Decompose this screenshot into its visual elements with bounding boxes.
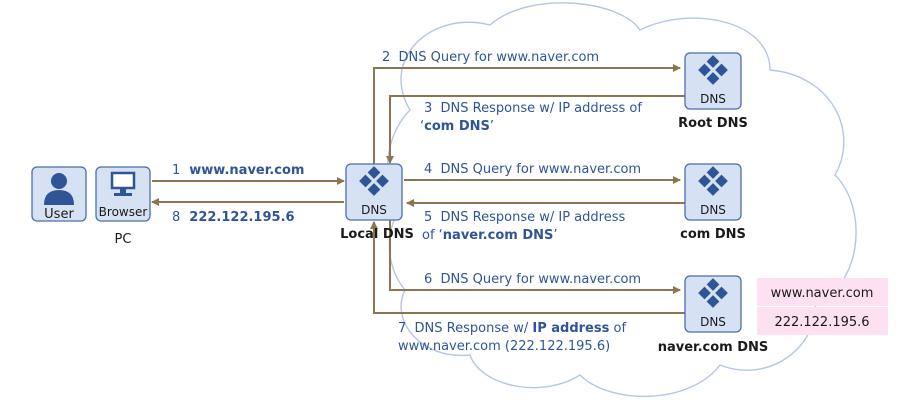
local-dns-caption: Local DNS [340, 227, 414, 242]
step-1-text: www.naver.com [189, 163, 304, 178]
com-dns-caption: com DNS [680, 227, 746, 242]
step-1-number: 1 [172, 163, 180, 178]
step-7-line-2: www.naver.com (222.122.195.6) [398, 339, 610, 354]
step-8-label: 8 222.122.195.6 [172, 210, 295, 225]
naver-dns-node: DNS [684, 275, 742, 333]
browser-label: Browser [99, 205, 148, 219]
step-3-bold: com DNS [424, 119, 490, 134]
root-dns-caption: Root DNS [678, 116, 748, 131]
step-8-number: 8 [172, 210, 180, 225]
step-1-label: 1 www.naver.com [172, 163, 304, 178]
step-5-line-2: of ‘naver.com DNS’ [422, 228, 558, 243]
root-dns-node: DNS [684, 52, 742, 110]
step-8-text: 222.122.195.6 [189, 210, 294, 225]
user-node: User [31, 166, 87, 222]
root-dns-label: DNS [700, 92, 726, 106]
arrow-step-2 [373, 64, 681, 166]
arrow-step-6 [389, 218, 681, 294]
record-ip: 222.122.195.6 [774, 315, 869, 330]
arrow-step-3 [386, 95, 685, 164]
step-3-line-1: 3 DNS Response w/ IP address of [424, 101, 642, 116]
monitor-icon [110, 171, 136, 196]
step-7-line-1: 7 DNS Response w/ IP address of [398, 321, 626, 336]
dns-diamond-icon [359, 166, 389, 196]
step-4-label: 4 DNS Query for www.naver.com [424, 162, 641, 177]
browser-node: Browser [95, 166, 151, 222]
naver-dns-label: DNS [700, 315, 726, 329]
user-icon [44, 173, 74, 205]
dns-record-table: www.naver.com 222.122.195.6 [757, 278, 888, 335]
step-6-label: 6 DNS Query for www.naver.com [424, 272, 641, 287]
step-3-line-2: ‘com DNS’ [420, 119, 494, 134]
com-dns-label: DNS [700, 203, 726, 217]
step-5-line-1: 5 DNS Response w/ IP address [424, 210, 625, 225]
step-5-bold: naver.com DNS [443, 228, 554, 243]
naver-dns-caption: naver.com DNS [658, 340, 769, 355]
com-dns-node: DNS [684, 163, 742, 221]
user-label: User [44, 207, 74, 222]
step-7-bold: IP address [532, 321, 609, 336]
step-2-label: 2 DNS Query for www.naver.com [382, 50, 599, 65]
local-dns-node: DNS [345, 163, 403, 221]
local-dns-label: DNS [361, 203, 387, 217]
record-domain: www.naver.com [771, 286, 874, 301]
pc-caption: PC [115, 232, 132, 247]
arrow-step-7 [370, 221, 685, 314]
